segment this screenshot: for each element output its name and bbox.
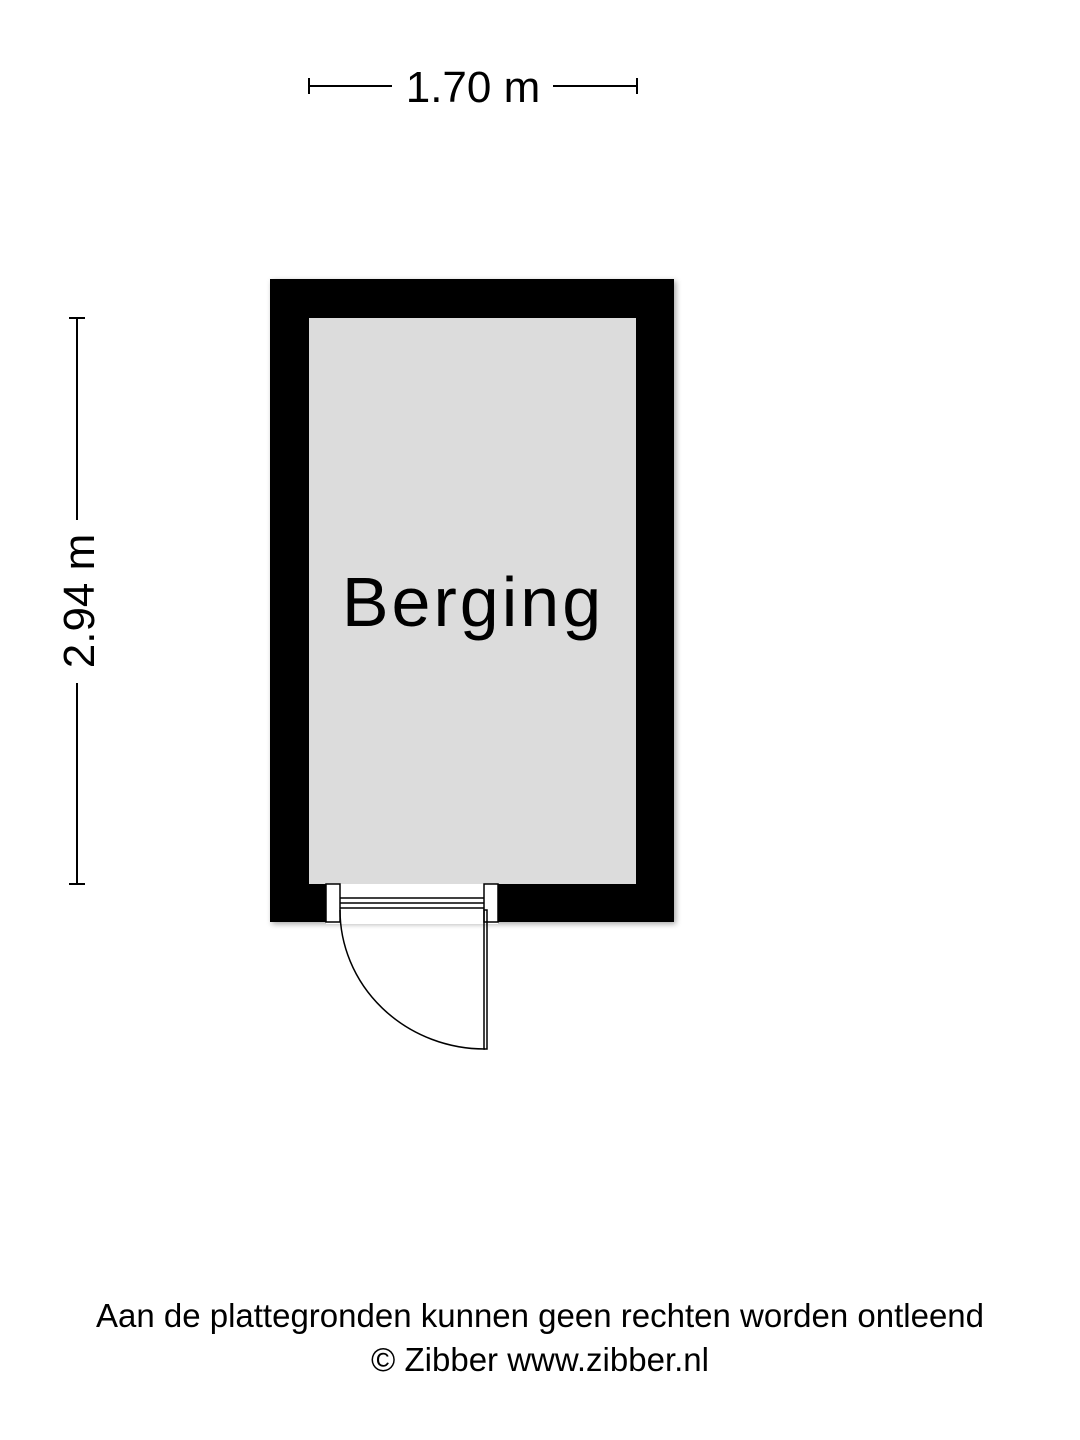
width-dimension <box>308 78 638 94</box>
door-opening <box>326 884 498 924</box>
door <box>325 883 499 1050</box>
height-dimension <box>69 317 85 885</box>
door-swing-arc <box>339 909 486 1050</box>
room-floor <box>309 318 636 884</box>
room-storage <box>270 279 674 922</box>
door-frame <box>325 883 499 923</box>
door-leaf <box>339 909 488 1050</box>
room-label: Berging <box>342 563 604 641</box>
door-panel <box>483 909 488 1050</box>
disclaimer-text: Aan de plattegronden kunnen geen rechten… <box>95 1297 985 1334</box>
copyright-text: © Zibber www.zibber.nl <box>371 1341 709 1378</box>
height-dimension-label: 2.94 m <box>55 534 104 669</box>
width-dimension-label: 1.70 m <box>406 63 541 112</box>
